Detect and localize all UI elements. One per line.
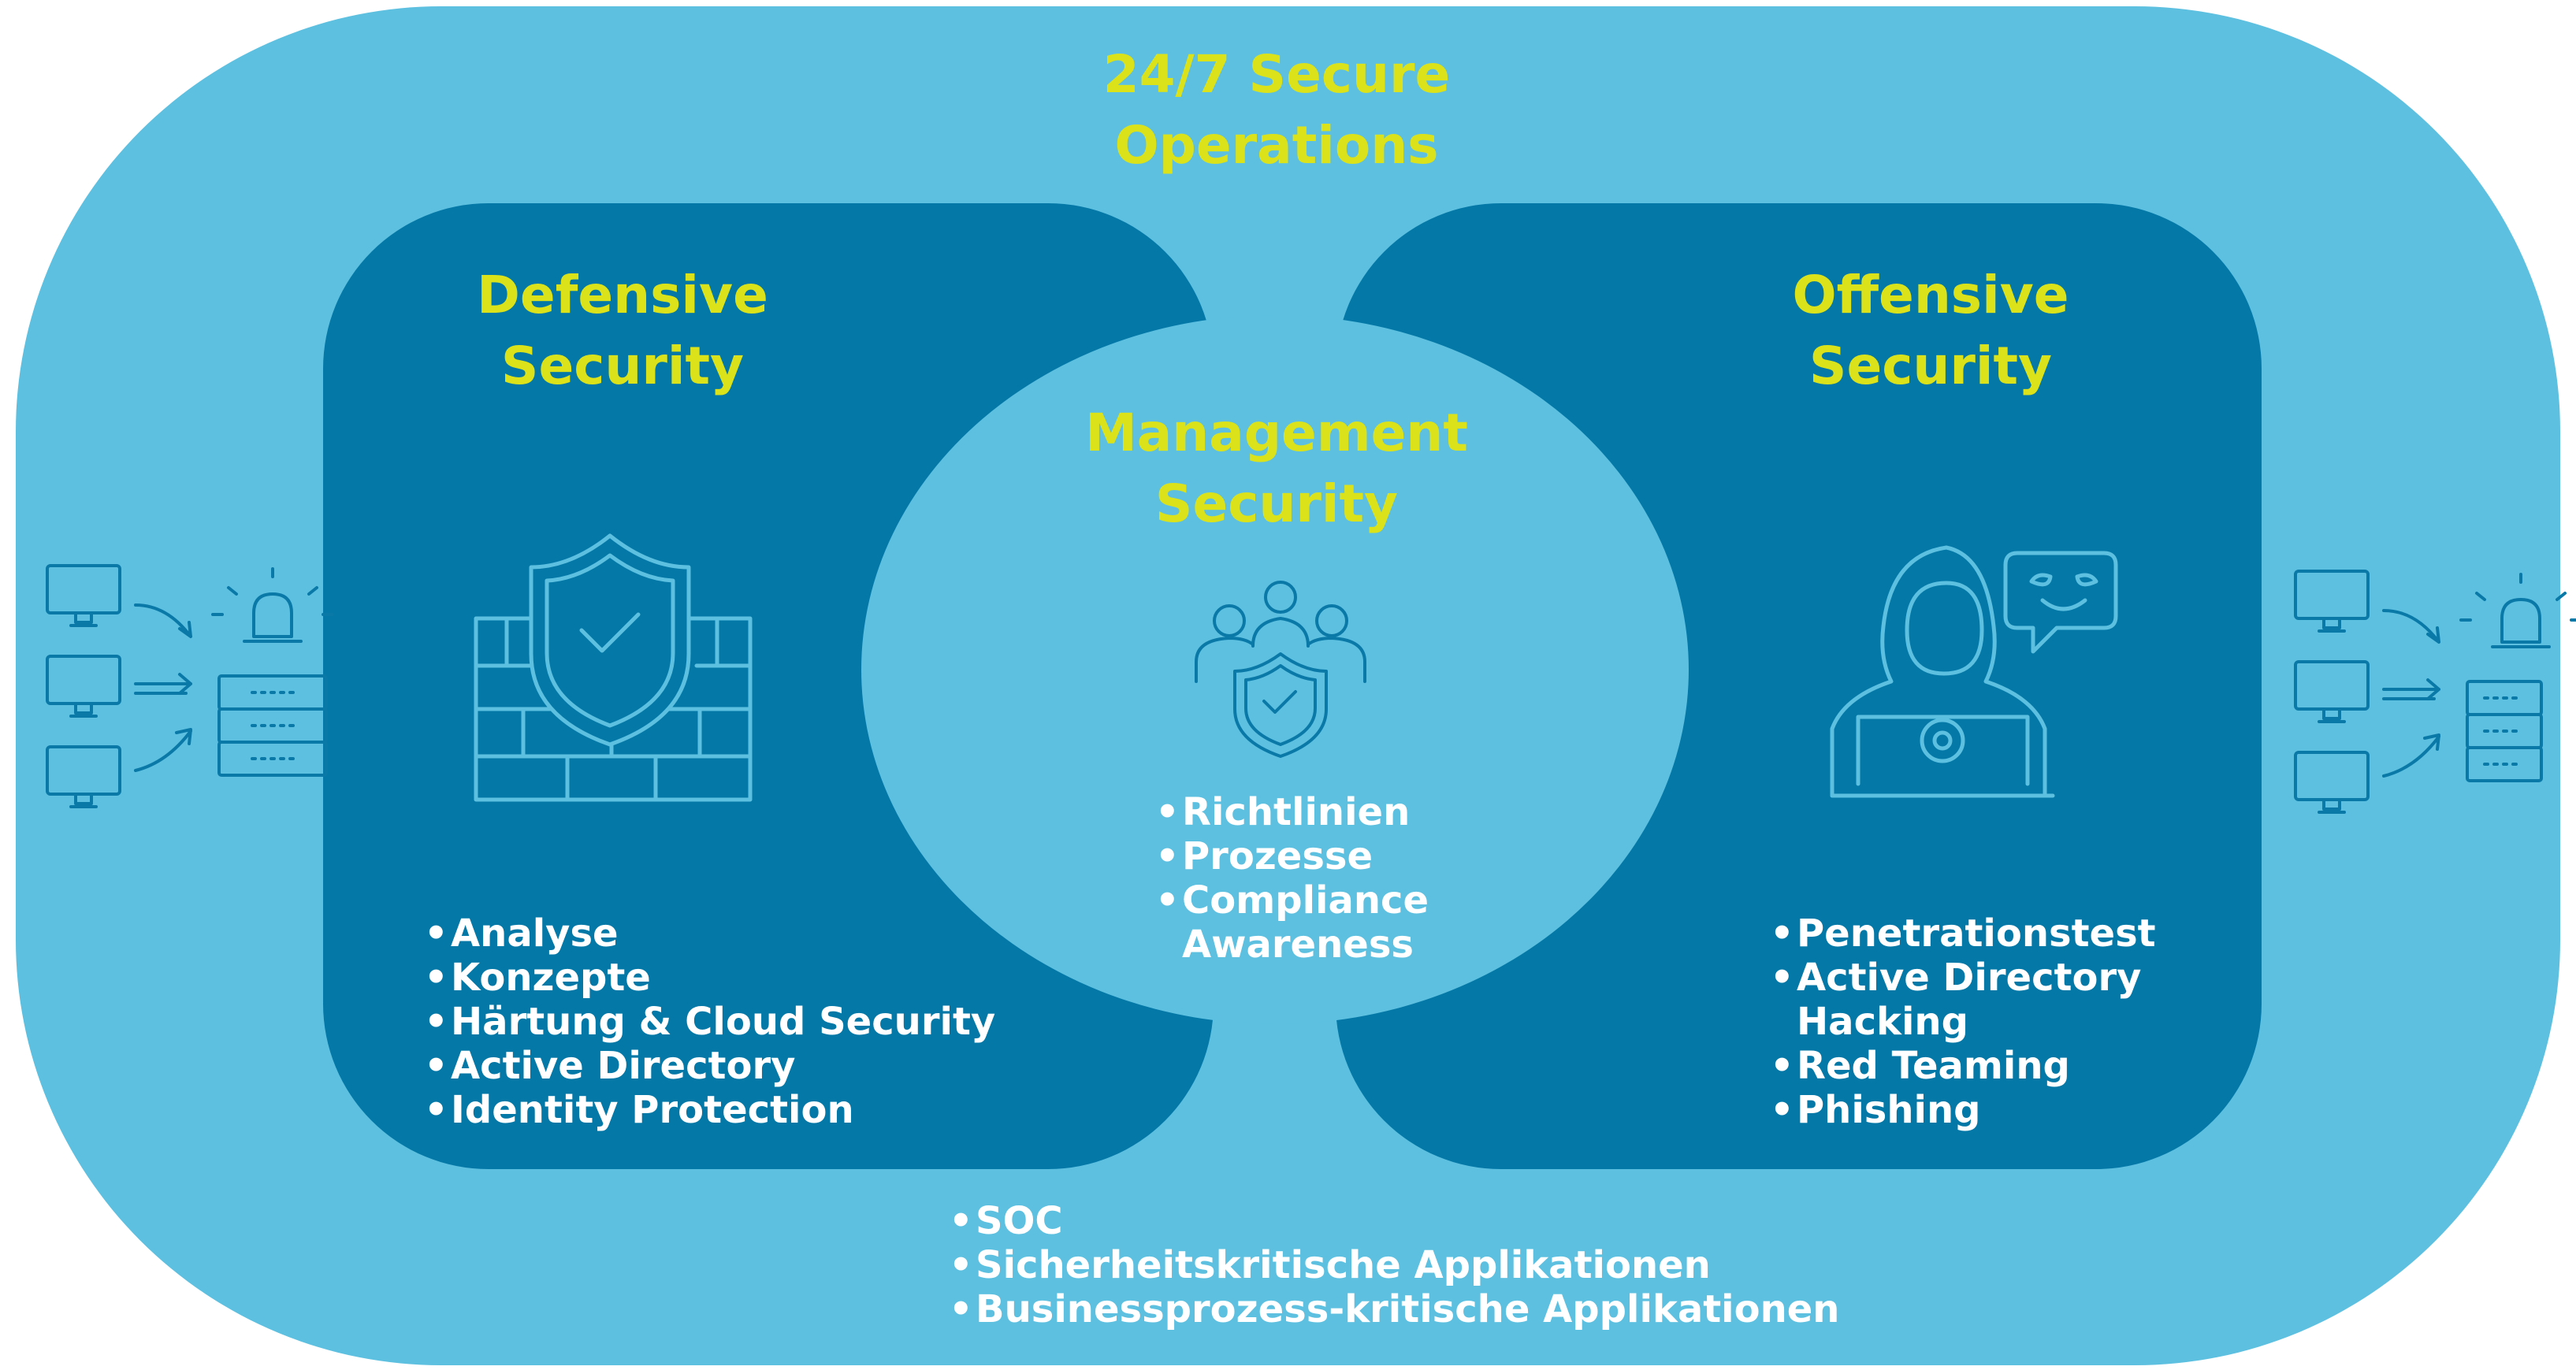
list-item: Businessprozess-kritische Applikationen	[949, 1287, 1839, 1331]
outer-title-line1: 24/7 Secure	[1102, 44, 1451, 105]
management-title-line2: Security	[1154, 473, 1399, 534]
list-item: Compliance	[1155, 878, 1429, 923]
list-item: Prozesse	[1155, 834, 1429, 878]
offensive-title-line1: Offensive	[1792, 265, 2069, 325]
management-list: Richtlinien Prozesse Compliance Awarenes…	[1155, 790, 1429, 967]
list-item: Sicherheitskritische Applikationen	[949, 1243, 1839, 1287]
management-title: Management Security	[1001, 398, 1552, 540]
defensive-title-line2: Security	[500, 336, 745, 396]
offensive-list: Penetrationstest Active Directory Hackin…	[1770, 911, 2156, 1132]
list-item: Active Directory	[1770, 956, 2156, 1000]
list-item: Härtung & Cloud Security	[424, 1000, 995, 1044]
list-item-continuation: Awareness	[1182, 923, 1414, 967]
defensive-title: Defensive Security	[362, 260, 883, 402]
list-item: Phishing	[1770, 1088, 2156, 1132]
offensive-title: Offensive Security	[1671, 260, 2191, 402]
list-item: Konzepte	[424, 956, 995, 1000]
offensive-title-line2: Security	[1808, 336, 2053, 396]
defensive-title-line1: Defensive	[477, 265, 768, 325]
operations-list: SOC Sicherheitskritische Applikationen B…	[949, 1199, 1839, 1331]
list-item: Analyse	[424, 911, 995, 956]
management-title-line1: Management	[1085, 403, 1468, 463]
list-item: Active Directory	[424, 1044, 995, 1088]
list-item: Red Teaming	[1770, 1044, 2156, 1088]
outer-title: 24/7 Secure Operations	[1001, 39, 1552, 181]
list-item: Identity Protection	[424, 1088, 995, 1132]
list-item-continuation: Hacking	[1797, 1000, 1968, 1044]
outer-title-line2: Operations	[1114, 115, 1439, 176]
defensive-list: Analyse Konzepte Härtung & Cloud Securit…	[424, 911, 995, 1132]
list-item: SOC	[949, 1199, 1839, 1243]
list-item: Richtlinien	[1155, 790, 1429, 834]
list-item: Penetrationstest	[1770, 911, 2156, 956]
